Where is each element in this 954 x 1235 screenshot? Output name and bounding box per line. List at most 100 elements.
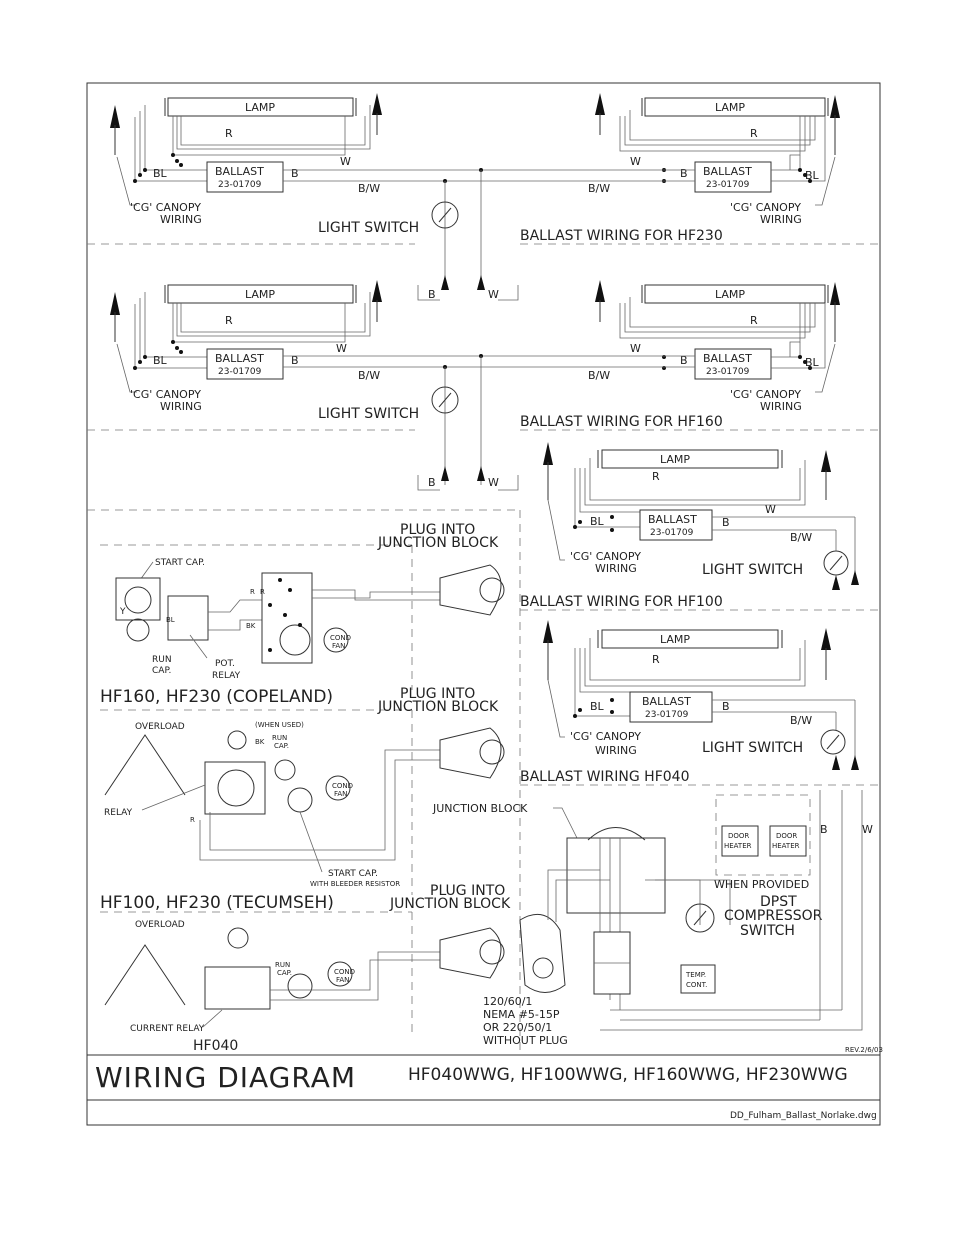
svg-text:B/W: B/W bbox=[358, 182, 380, 195]
hf040-compressor-wiring: PLUG INTO JUNCTION BLOCK OVERLOAD RUN CA… bbox=[104, 883, 511, 1034]
section-title-hf230: BALLAST WIRING FOR HF230 bbox=[520, 228, 723, 244]
svg-text:FAN: FAN bbox=[336, 976, 349, 984]
svg-text:COND: COND bbox=[334, 968, 355, 976]
section-title-hf100: BALLAST WIRING FOR HF100 bbox=[520, 594, 723, 610]
nema-line-1: 120/60/1 bbox=[483, 995, 532, 1008]
nema-line-3: OR 220/50/1 bbox=[483, 1021, 552, 1034]
svg-text:CAP.: CAP. bbox=[152, 666, 171, 676]
svg-text:(WHEN USED): (WHEN USED) bbox=[255, 721, 304, 729]
svg-text:POT.: POT. bbox=[215, 659, 235, 669]
light-switch-label-3: LIGHT SWITCH bbox=[702, 562, 803, 578]
svg-text:R: R bbox=[652, 470, 660, 483]
light-switch-label-1: LIGHT SWITCH bbox=[318, 220, 419, 236]
svg-text:'CG' CANOPY: 'CG' CANOPY bbox=[570, 550, 641, 563]
svg-text:CAP.: CAP. bbox=[274, 742, 289, 750]
svg-text:DOOR: DOOR bbox=[728, 832, 749, 840]
svg-text:W: W bbox=[765, 503, 776, 516]
svg-text:BK: BK bbox=[255, 738, 265, 746]
svg-text:COMPRESSOR: COMPRESSOR bbox=[724, 908, 823, 924]
svg-text:B: B bbox=[722, 700, 730, 713]
svg-text:HEATER: HEATER bbox=[724, 842, 752, 850]
svg-text:WHEN PROVIDED: WHEN PROVIDED bbox=[714, 878, 809, 891]
hf040-ballast: LAMP R BALLAST 23-01709 BL B B/W 'CG' CA… bbox=[543, 620, 859, 770]
svg-text:PLUG INTO: PLUG INTO bbox=[400, 686, 475, 702]
svg-text:B: B bbox=[820, 823, 828, 836]
file-name: DD_Fulham_Ballast_Norlake.dwg bbox=[730, 1111, 877, 1121]
svg-text:R: R bbox=[250, 588, 255, 596]
svg-text:START CAP.: START CAP. bbox=[155, 558, 205, 568]
svg-text:W: W bbox=[630, 342, 641, 355]
junction-block-wiring: JUNCTION BLOCK DOOR HEATER DOOR HEATER W… bbox=[432, 790, 873, 1031]
svg-text:CONT.: CONT. bbox=[686, 981, 707, 989]
svg-text:JUNCTION BLOCK: JUNCTION BLOCK bbox=[377, 699, 499, 715]
svg-text:'CG' CANOPY: 'CG' CANOPY bbox=[570, 730, 641, 743]
svg-text:W: W bbox=[336, 342, 347, 355]
svg-text:B: B bbox=[428, 288, 436, 301]
svg-text:W: W bbox=[488, 288, 499, 301]
svg-text:B/W: B/W bbox=[790, 714, 812, 727]
svg-text:BK: BK bbox=[246, 622, 256, 630]
svg-text:FAN: FAN bbox=[334, 790, 347, 798]
svg-text:WIRING: WIRING bbox=[595, 744, 637, 757]
hf160-center-wiring: W W B/W B/W B W bbox=[283, 342, 695, 491]
svg-text:JUNCTION BLOCK: JUNCTION BLOCK bbox=[389, 896, 511, 912]
svg-text:RUN: RUN bbox=[272, 734, 287, 742]
svg-text:R: R bbox=[260, 588, 265, 596]
tecumseh-label: HF100, HF230 (TECUMSEH) bbox=[100, 893, 334, 913]
svg-text:TEMP.: TEMP. bbox=[685, 971, 706, 979]
light-switch-label-4: LIGHT SWITCH bbox=[702, 740, 803, 756]
svg-text:RELAY: RELAY bbox=[104, 808, 133, 818]
svg-text:B: B bbox=[428, 476, 436, 489]
tecumseh-compressor-wiring: PLUG INTO JUNCTION BLOCK OVERLOAD (WHEN … bbox=[104, 686, 505, 888]
hf230-center-wiring: W W B/W B/W B W bbox=[283, 155, 695, 301]
svg-text:BL: BL bbox=[590, 515, 605, 528]
svg-text:DPST: DPST bbox=[760, 894, 797, 910]
svg-text:B/W: B/W bbox=[358, 369, 380, 382]
svg-text:LAMP: LAMP bbox=[660, 453, 690, 466]
svg-text:B/W: B/W bbox=[790, 531, 812, 544]
svg-text:CAP.: CAP. bbox=[277, 969, 292, 977]
svg-text:RUN: RUN bbox=[275, 961, 290, 969]
svg-text:WITH BLEEDER RESISTOR: WITH BLEEDER RESISTOR bbox=[310, 880, 400, 888]
svg-text:BL: BL bbox=[590, 700, 605, 713]
svg-text:RELAY: RELAY bbox=[212, 671, 241, 681]
nema-line-4: WITHOUT PLUG bbox=[483, 1034, 568, 1047]
svg-text:23-01709: 23-01709 bbox=[650, 528, 694, 538]
svg-text:23-01709: 23-01709 bbox=[645, 710, 689, 720]
sheet-border bbox=[86, 82, 881, 1126]
svg-text:B/W: B/W bbox=[588, 369, 610, 382]
svg-text:COND: COND bbox=[330, 634, 351, 642]
svg-text:WIRING: WIRING bbox=[595, 562, 637, 575]
svg-text:Y: Y bbox=[119, 607, 126, 617]
svg-text:PLUG INTO: PLUG INTO bbox=[400, 522, 475, 538]
svg-text:CURRENT RELAY: CURRENT RELAY bbox=[130, 1024, 205, 1034]
light-switch-label-2: LIGHT SWITCH bbox=[318, 406, 419, 422]
copeland-compressor-wiring: PLUG INTO JUNCTION BLOCK START CAP. Y BL… bbox=[115, 522, 505, 681]
drawing-title: WIRING DIAGRAM bbox=[95, 1061, 356, 1094]
svg-text:DOOR: DOOR bbox=[776, 832, 797, 840]
nema-line-2: NEMA #5-15P bbox=[483, 1008, 560, 1021]
svg-text:W: W bbox=[340, 155, 351, 168]
hf040-label: HF040 bbox=[193, 1038, 238, 1054]
svg-text:B: B bbox=[722, 516, 730, 529]
copeland-label: HF160, HF230 (COPELAND) bbox=[100, 687, 333, 707]
svg-text:R: R bbox=[652, 653, 660, 666]
svg-text:JUNCTION BLOCK: JUNCTION BLOCK bbox=[377, 535, 499, 551]
section-title-hf160: BALLAST WIRING FOR HF160 bbox=[520, 414, 723, 430]
svg-text:FAN: FAN bbox=[332, 642, 345, 650]
svg-text:RUN: RUN bbox=[152, 655, 172, 665]
model-list: HF040WWG, HF100WWG, HF160WWG, HF230WWG bbox=[408, 1065, 848, 1085]
svg-text:JUNCTION BLOCK: JUNCTION BLOCK bbox=[432, 802, 528, 815]
svg-text:BL: BL bbox=[166, 616, 175, 624]
svg-text:BALLAST: BALLAST bbox=[648, 513, 697, 526]
svg-text:HEATER: HEATER bbox=[772, 842, 800, 850]
hf100-ballast: LAMP R BALLAST 23-01709 BL B W B/W 'CG' … bbox=[543, 442, 859, 590]
svg-text:BALLAST: BALLAST bbox=[642, 695, 691, 708]
svg-text:W: W bbox=[488, 476, 499, 489]
svg-text:OVERLOAD: OVERLOAD bbox=[135, 920, 185, 930]
svg-text:START CAP.: START CAP. bbox=[328, 869, 378, 879]
svg-text:COND: COND bbox=[332, 782, 353, 790]
section-title-hf040: BALLAST WIRING HF040 bbox=[520, 769, 689, 785]
svg-text:W: W bbox=[630, 155, 641, 168]
